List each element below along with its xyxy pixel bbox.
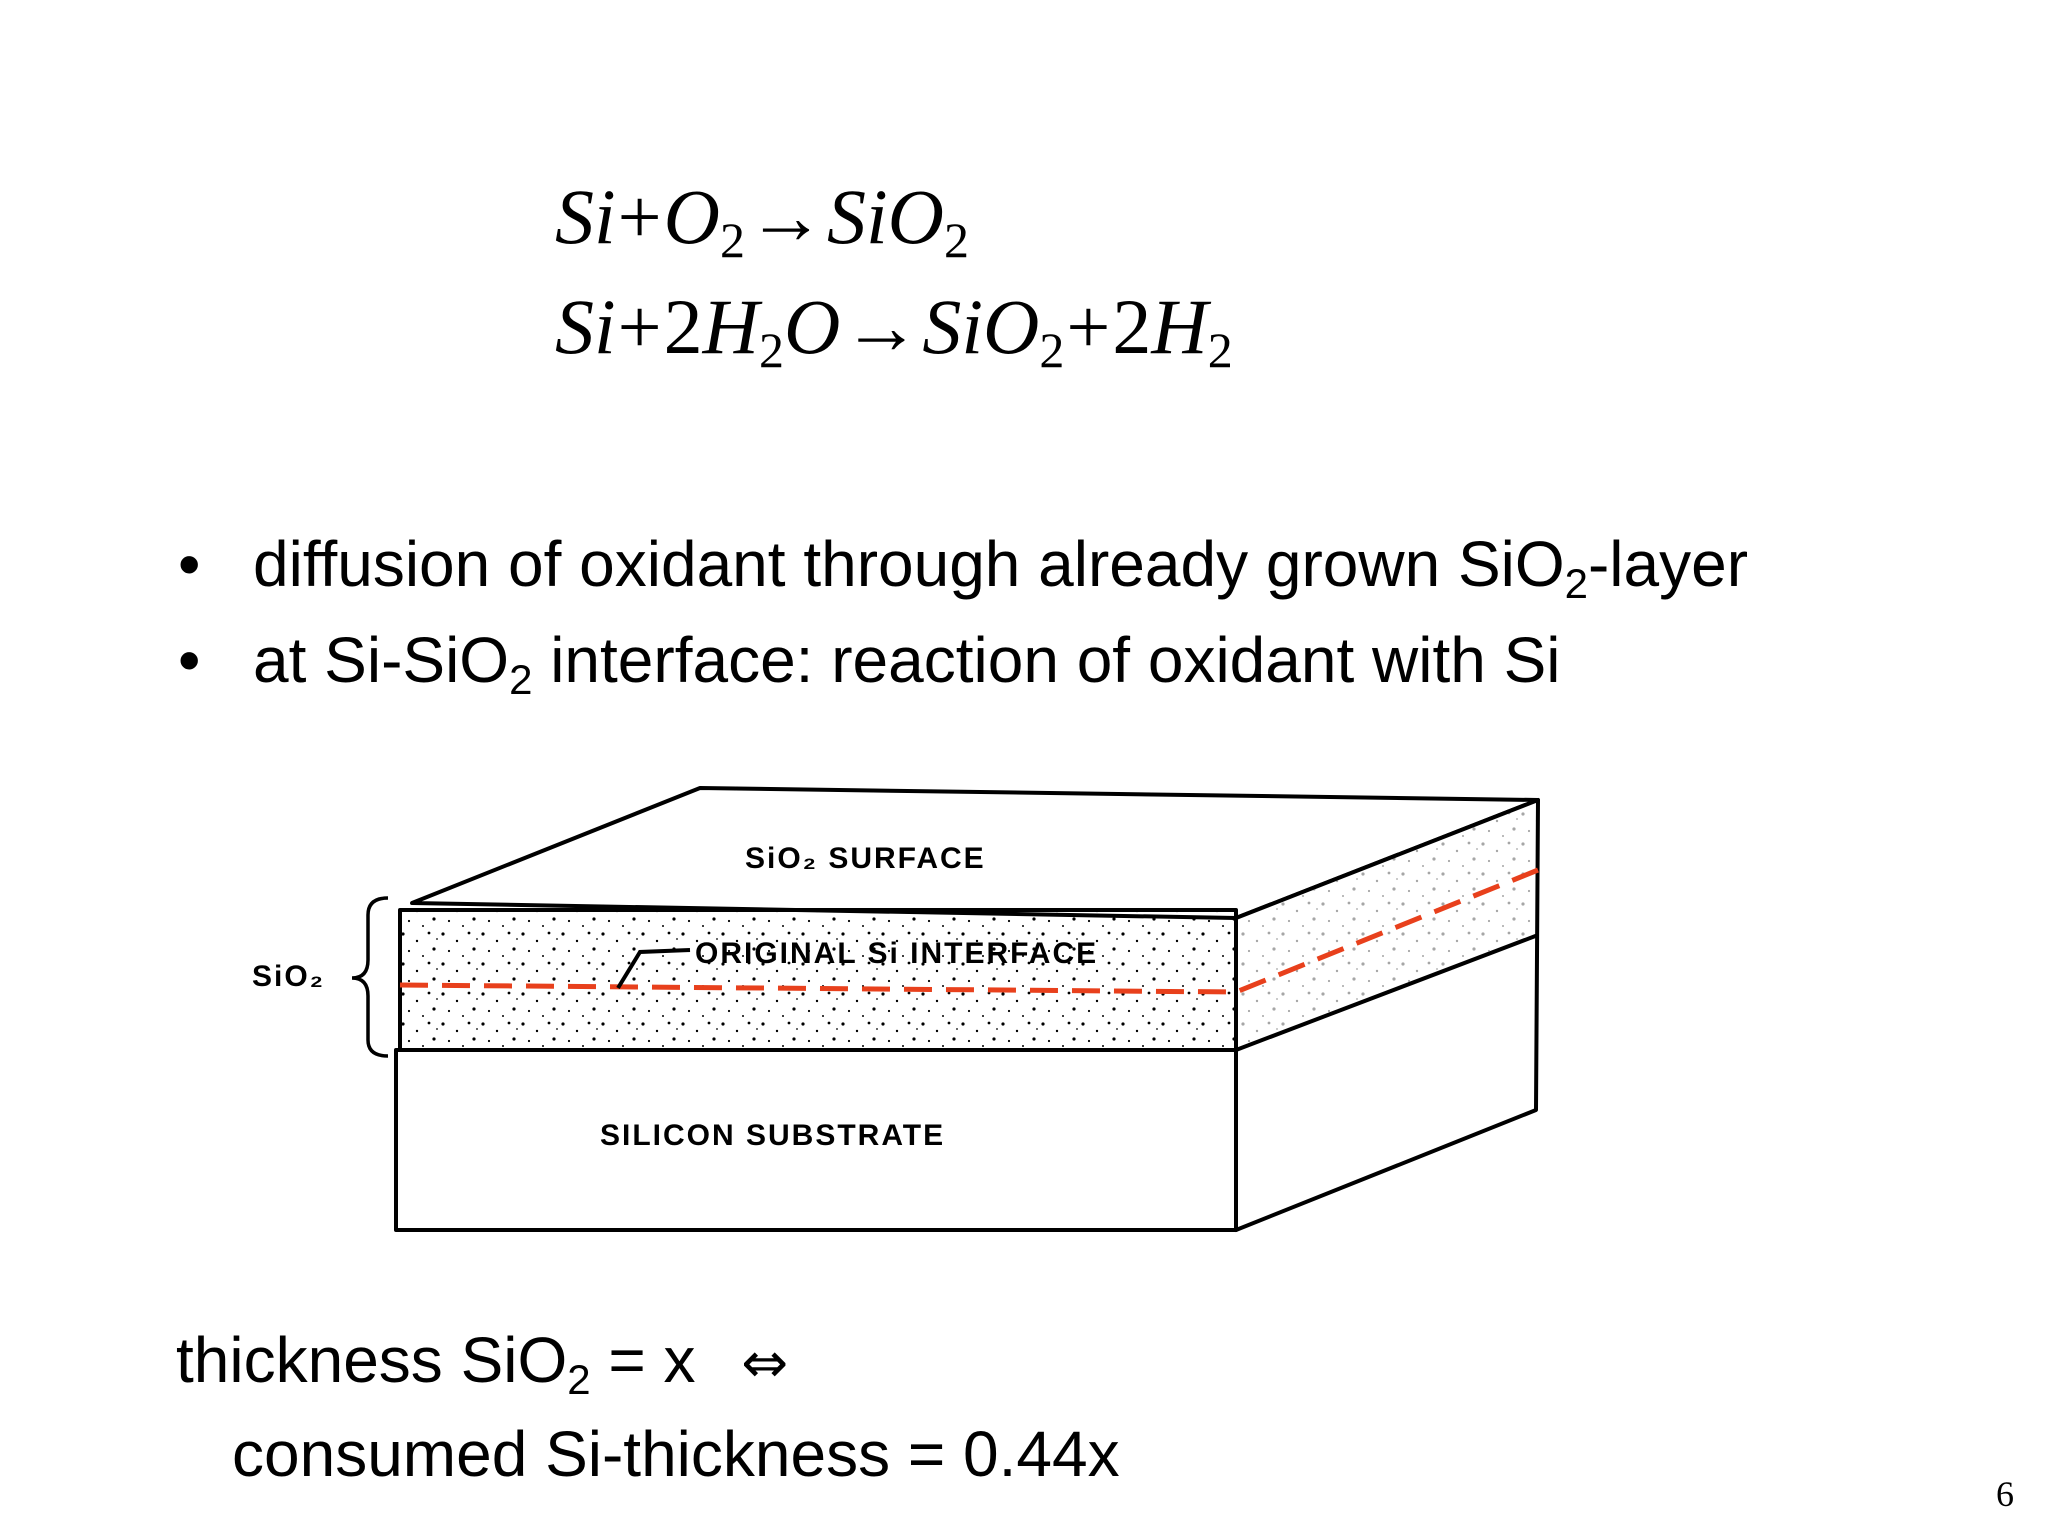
bullet-text-post: interface: reaction of oxidant with Si	[532, 624, 1561, 696]
equation-oxidation-wet: Si+2H2O→SiO2+2H2	[555, 288, 1233, 376]
oxide-thickness-brace	[351, 896, 389, 1058]
label-silicon-substrate: SILICON SUBSTRATE	[600, 1119, 945, 1152]
bullet-text-pre: at Si-SiO	[253, 624, 510, 696]
side-oxide-speckle	[1238, 802, 1536, 1048]
thickness-line: thickness SiO2 = x ⇔	[176, 1328, 788, 1401]
eq1-o: O	[663, 173, 721, 260]
bullet-diffusion: • diffusion of oxidant through already gr…	[178, 528, 1748, 605]
equation-oxidation-dry: Si+O2→SiO2	[555, 178, 969, 266]
eq2-plus1: +	[617, 283, 662, 370]
bullet-text-post: -layer	[1587, 528, 1749, 600]
label-sio2-surface: SiO₂ SURFACE	[745, 842, 986, 875]
bullet-text-sub: 2	[509, 656, 533, 703]
eq2-arrow: →	[842, 283, 921, 370]
bullet-marker: •	[178, 624, 201, 696]
substrate-front-face	[394, 1048, 1238, 1232]
bullet-marker: •	[178, 528, 201, 600]
eq2-coef2: 2	[1112, 283, 1152, 370]
thickness-pre: thickness SiO	[176, 1324, 568, 1396]
bullet-interface-reaction: • at Si-SiO2 interface: reaction of oxida…	[178, 624, 1561, 701]
eq2-o: O	[784, 283, 841, 370]
bullet-text-pre: diffusion of oxidant through already gro…	[253, 528, 1565, 600]
eq2-sio: SiO	[922, 283, 1040, 370]
page-number: 6	[1996, 1474, 2014, 1514]
eq2-sio-sub: 2	[1039, 322, 1065, 378]
eq2-plus2: +	[1066, 283, 1111, 370]
eq1-arrow: →	[747, 173, 826, 260]
eq2-h2: H	[1151, 283, 1208, 370]
eq1-plus: +	[617, 173, 662, 260]
eq1-si: Si	[555, 173, 616, 260]
eq2-coef1: 2	[663, 283, 703, 370]
label-sio2-side: SiO₂	[252, 960, 325, 993]
bullet-text-sub: 2	[1564, 560, 1588, 607]
side-layer-boundary	[1235, 933, 1539, 1052]
label-original-interface: ORIGINAL Si INTERFACE	[695, 937, 1098, 970]
oxide-front-face	[398, 908, 1238, 1052]
consumed-si-line: consumed Si-thickness = 0.44x	[232, 1418, 1120, 1490]
eq1-sio-sub: 2	[944, 212, 970, 268]
eq2-si: Si	[555, 283, 616, 370]
eq1-o-sub: 2	[720, 212, 746, 268]
eq2-h2-sub: 2	[1207, 322, 1233, 378]
eq2-h: H	[702, 283, 760, 370]
original-interface-line	[399, 867, 1539, 995]
eq2-h-sub: 2	[759, 322, 785, 378]
interface-leader-line	[616, 948, 691, 990]
equivalence-symbol: ⇔	[741, 1331, 789, 1396]
eq1-sio: SiO	[827, 173, 945, 260]
thickness-sub: 2	[567, 1356, 591, 1403]
thickness-post: = x	[590, 1324, 696, 1396]
